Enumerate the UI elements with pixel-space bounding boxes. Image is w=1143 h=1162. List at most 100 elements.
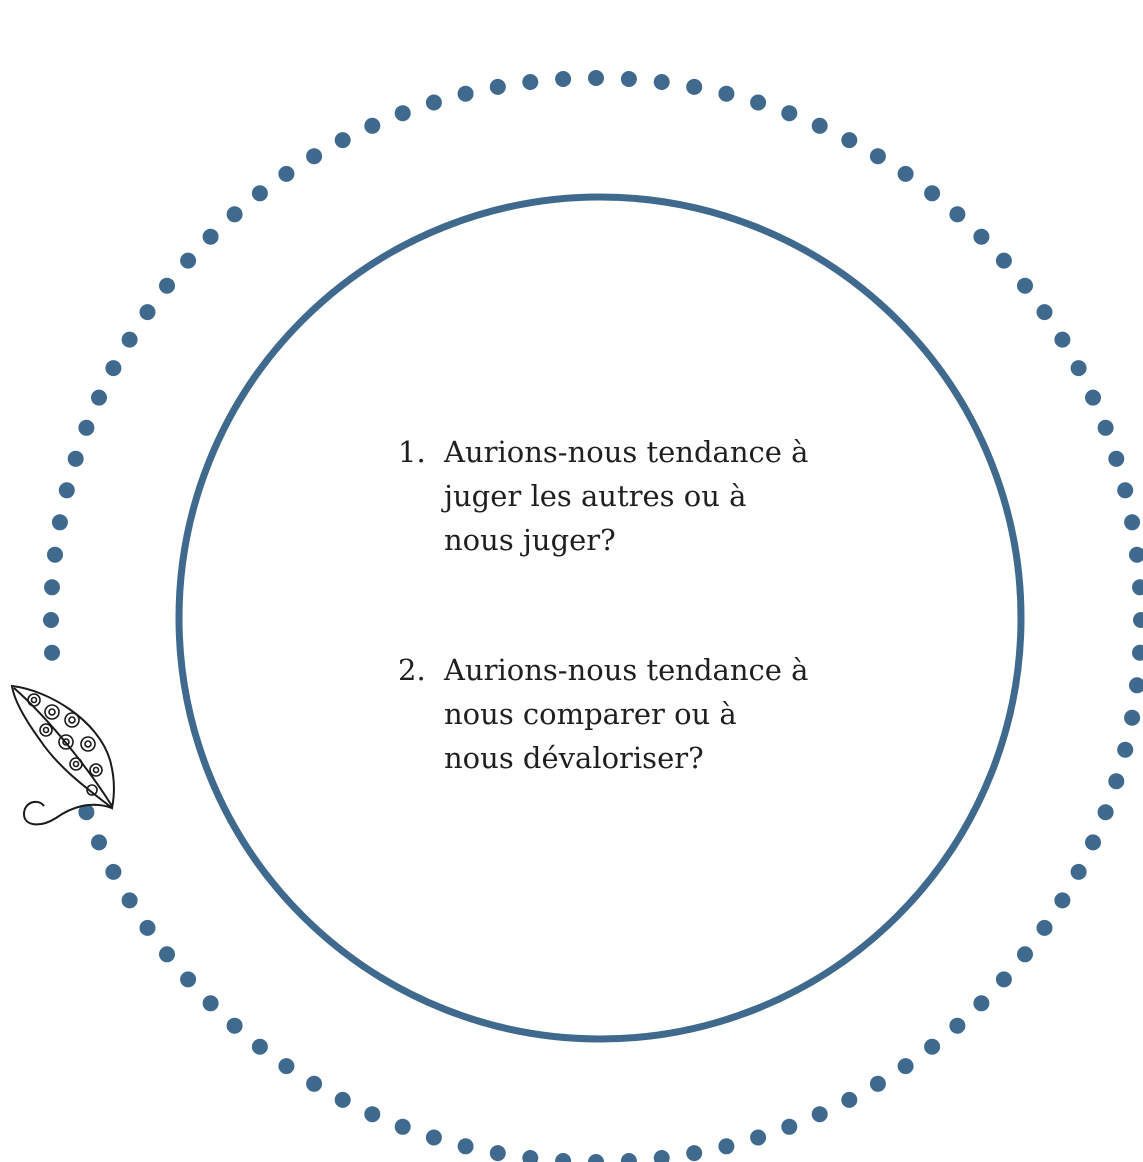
ring-dot bbox=[278, 1058, 295, 1075]
feather-pen-icon bbox=[10, 684, 115, 826]
ring-dot bbox=[1085, 834, 1101, 851]
ring-dot bbox=[139, 919, 156, 936]
ring-dot bbox=[251, 1038, 268, 1055]
ring-dot bbox=[1124, 514, 1141, 531]
ring-dot bbox=[306, 148, 323, 165]
ring-dot bbox=[1070, 863, 1087, 880]
ring-dot bbox=[1117, 482, 1134, 499]
ring-dot bbox=[43, 612, 59, 628]
ring-dot bbox=[457, 85, 474, 102]
ring-dot bbox=[1097, 419, 1114, 436]
ring-dot bbox=[1133, 612, 1143, 628]
ring-dot bbox=[159, 946, 175, 963]
ring-dot bbox=[949, 206, 966, 223]
ring-dot bbox=[1108, 773, 1125, 790]
ring-dot bbox=[278, 165, 295, 182]
ring-dot bbox=[58, 482, 75, 499]
ring-dot bbox=[1017, 277, 1033, 294]
inner-solid-ring bbox=[175, 193, 1025, 1043]
ring-dot bbox=[1129, 677, 1143, 694]
ring-dot bbox=[51, 514, 68, 531]
ring-dot bbox=[1117, 741, 1134, 758]
ring-dot bbox=[522, 1150, 539, 1162]
ring-dot bbox=[180, 252, 197, 269]
ring-dot bbox=[686, 78, 703, 95]
ring-dot bbox=[973, 995, 990, 1012]
ring-dot bbox=[1036, 304, 1053, 321]
ring-dot bbox=[924, 185, 941, 202]
ring-dot bbox=[1070, 360, 1087, 377]
ring-dot bbox=[1036, 919, 1053, 936]
ring-dot bbox=[425, 1129, 442, 1146]
ring-dot bbox=[334, 1091, 351, 1108]
question-number: 1. bbox=[398, 435, 426, 469]
ring-dot bbox=[91, 834, 107, 851]
ring-dot bbox=[686, 1145, 703, 1162]
ring-dot bbox=[841, 132, 858, 149]
question-list: 1. Aurions-nous tendance à juger les aut… bbox=[394, 430, 814, 780]
ring-dot bbox=[995, 252, 1012, 269]
ring-dot bbox=[653, 1150, 670, 1162]
ring-dot bbox=[78, 804, 95, 821]
ring-dot bbox=[394, 105, 411, 122]
ring-dot bbox=[105, 360, 122, 377]
ring-dot bbox=[924, 1038, 941, 1055]
ring-dot bbox=[105, 863, 122, 880]
ring-dot bbox=[364, 1106, 381, 1123]
ring-dot bbox=[91, 389, 107, 406]
ring-dot bbox=[251, 185, 268, 202]
ring-dot bbox=[394, 1118, 411, 1135]
ring-dot bbox=[995, 971, 1012, 988]
question-number: 2. bbox=[398, 653, 426, 687]
ring-dot bbox=[1132, 579, 1143, 596]
ring-dot bbox=[811, 1106, 828, 1123]
ring-dot bbox=[364, 117, 381, 134]
ring-dot bbox=[869, 148, 886, 165]
ring-dot bbox=[1054, 892, 1071, 909]
ring-dot bbox=[781, 105, 798, 122]
ring-dot bbox=[897, 1058, 914, 1075]
ring-dot bbox=[781, 1118, 798, 1135]
ring-dot bbox=[522, 74, 539, 90]
ring-dot bbox=[1132, 644, 1143, 661]
question-text: Aurions-nous tendance à juger les autres… bbox=[444, 435, 809, 557]
ring-dot bbox=[718, 85, 735, 102]
ring-dot bbox=[121, 892, 138, 909]
ring-dot bbox=[78, 419, 95, 436]
ring-dot bbox=[334, 132, 351, 149]
ring-dot bbox=[1124, 709, 1141, 726]
ring-dot bbox=[44, 644, 60, 661]
ring-dot bbox=[588, 1154, 604, 1162]
ring-dot bbox=[489, 1145, 506, 1162]
ring-dot bbox=[1054, 331, 1071, 348]
ring-dot bbox=[489, 78, 506, 95]
ring-dot bbox=[44, 579, 60, 596]
ring-dot bbox=[841, 1091, 858, 1108]
ring-dot bbox=[1085, 389, 1101, 406]
ring-dot bbox=[1097, 804, 1114, 821]
ring-dot bbox=[1129, 546, 1143, 563]
question-item-1: 1. Aurions-nous tendance à juger les aut… bbox=[394, 430, 814, 562]
ring-dot bbox=[1108, 450, 1125, 467]
ring-dot bbox=[718, 1138, 735, 1155]
ring-dot bbox=[1017, 946, 1033, 963]
ring-dot bbox=[620, 1153, 637, 1162]
ring-dot bbox=[897, 165, 914, 182]
ring-dot bbox=[620, 71, 637, 87]
ring-dot bbox=[67, 450, 84, 467]
ring-dot bbox=[47, 546, 63, 563]
ring-dot bbox=[202, 228, 219, 245]
question-item-2: 2. Aurions-nous tendance à nous comparer… bbox=[394, 648, 814, 780]
ring-dot bbox=[180, 971, 197, 988]
ring-dot bbox=[226, 206, 243, 223]
ring-dot bbox=[425, 94, 442, 111]
ring-dot bbox=[555, 1153, 572, 1162]
ring-dot bbox=[750, 1129, 767, 1146]
question-text: Aurions-nous tendance à nous comparer ou… bbox=[444, 653, 809, 775]
ring-dot bbox=[226, 1017, 243, 1034]
ring-dot bbox=[121, 331, 138, 348]
ring-dot bbox=[457, 1138, 474, 1155]
ring-dot bbox=[139, 304, 156, 321]
ring-dot bbox=[973, 228, 990, 245]
